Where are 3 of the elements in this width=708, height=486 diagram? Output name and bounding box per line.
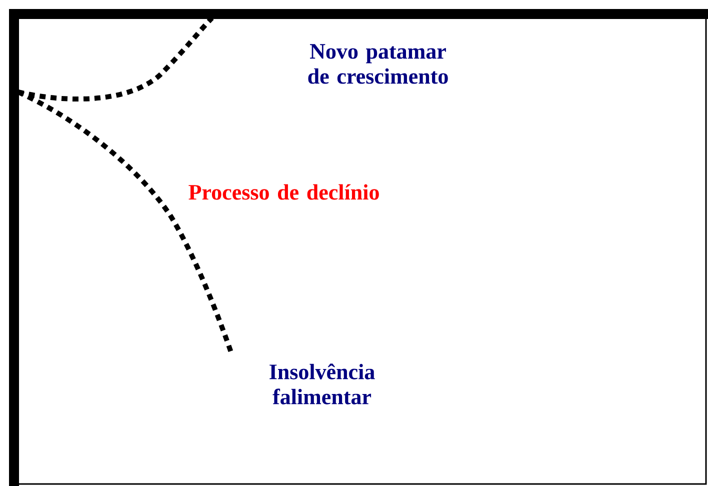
text-label: Insolvência falimentar bbox=[270, 364, 375, 404]
text-label: Novo patamar de crescimento bbox=[308, 44, 448, 84]
text-label: Processo de declínio bbox=[188, 184, 379, 200]
